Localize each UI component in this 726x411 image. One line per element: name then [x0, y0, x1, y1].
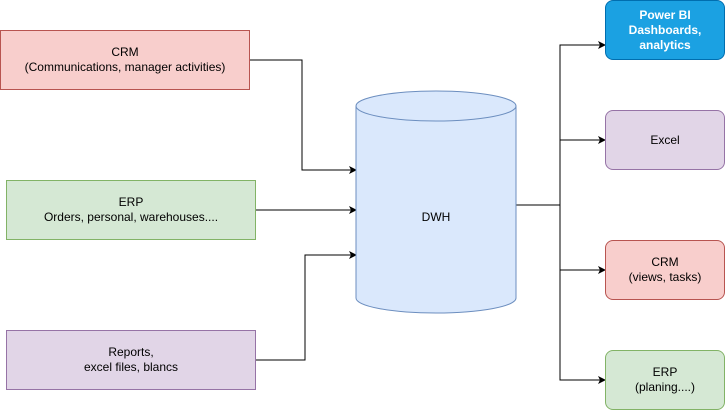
source-reports-subtitle: excel files, blancs	[83, 360, 179, 374]
source-crm-title: CRM	[111, 45, 139, 59]
source-reports-title: Reports,	[108, 345, 154, 359]
edge-dwh-to-powerbi	[559, 41, 606, 205]
target-excel-title: Excel	[650, 132, 680, 147]
source-crm-box[interactable]: CRM (Communications, manager activities)	[0, 30, 250, 90]
edge-dwh-to-erp	[559, 270, 606, 384]
target-crm-title: CRM	[651, 255, 679, 269]
target-powerbi-line2: Dashboards,	[628, 22, 702, 37]
source-erp-subtitle: Orders, personal, warehouses....	[43, 210, 219, 224]
target-erp-box[interactable]: ERP (planing....)	[605, 350, 725, 410]
target-crm-subtitle: (views, tasks)	[628, 270, 702, 284]
target-powerbi-box[interactable]: Power BI Dashboards, analytics	[605, 0, 725, 60]
edge-crm-to-dwh	[250, 59, 357, 174]
target-powerbi-line3: analytics	[639, 37, 691, 52]
source-crm-subtitle: (Communications, manager activities)	[24, 60, 226, 74]
target-erp-title: ERP	[652, 365, 678, 379]
dwh-cylinder[interactable]	[355, 90, 517, 314]
target-erp-subtitle: (planing....)	[634, 380, 696, 394]
source-reports-box[interactable]: Reports, excel files, blancs	[6, 330, 256, 390]
edge-reports-to-dwh	[256, 251, 357, 361]
source-erp-title: ERP	[118, 195, 144, 209]
target-excel-box[interactable]: Excel	[605, 110, 725, 170]
source-erp-box[interactable]: ERP Orders, personal, warehouses....	[6, 180, 256, 240]
target-powerbi-line1: Power BI	[639, 7, 691, 22]
edge-dwh-to-crm	[559, 205, 606, 274]
dwh-label: DWH	[421, 210, 451, 224]
target-crm-box[interactable]: CRM (views, tasks)	[605, 240, 725, 300]
